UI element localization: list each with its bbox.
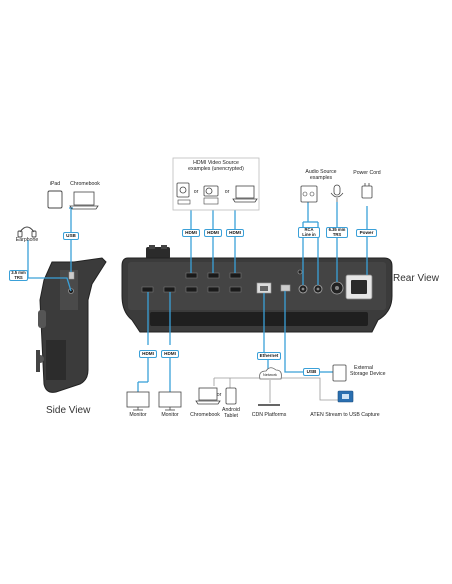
hdmi-in-tag-2: HDMI [204, 229, 222, 237]
trs-rear-tag-line2: TRS [332, 231, 342, 237]
trs-rear-tag: 6.35 mm TRS [326, 227, 348, 238]
storage-label-line1: External [354, 365, 374, 371]
side-device [36, 257, 107, 393]
network-label: Network [263, 373, 277, 377]
power-plug-icon [361, 183, 373, 199]
trs-side-tag-line1: 3.5 mm [11, 270, 26, 276]
monitor-icon [126, 391, 150, 411]
earphone-label: Earphone [15, 237, 39, 243]
power-tag: Power [356, 229, 377, 237]
microphone-icon [330, 184, 344, 202]
monitor-2-label: Monitor [161, 412, 179, 418]
hdmi-in-tag-1: HDMI [182, 229, 200, 237]
chromebook-side-label: Chromebook [70, 181, 100, 187]
storage-label-line2: Storage Device [350, 371, 386, 377]
rca-tag: RCA Line in [298, 227, 320, 238]
rca-tag-line2: Line in [302, 231, 316, 237]
side-view-title: Side View [46, 405, 91, 416]
hdmi-source-box [172, 157, 260, 211]
hdmi-out-tag-1: HDMI [139, 350, 157, 358]
hdmi-source-or-2: or [224, 189, 230, 195]
video-camera-icon [203, 185, 219, 205]
network-cloud-icon [259, 367, 282, 380]
audio-source-line2: examples [309, 175, 333, 181]
android-label-line1: Android [222, 407, 240, 413]
android-label-line2: Tablet [224, 413, 238, 419]
trs-side-tag-line2: TRS [14, 274, 23, 280]
hdmi-source-title-line1: HDMI Video Source [193, 160, 239, 166]
headphones-icon [17, 226, 37, 238]
rca-tag-line1: RCA [304, 227, 314, 233]
usb-rear-tag: USB [303, 368, 320, 376]
ethernet-tag: Ethernet [257, 352, 281, 360]
monitor-icon-2 [158, 391, 182, 411]
chromebook-icon [69, 191, 99, 210]
cdn-label: CDN Platforms [251, 412, 287, 418]
monitor-1-label: Monitor [129, 412, 147, 418]
storage-device-icon [332, 364, 347, 382]
hdmi-in-tag-3: HDMI [226, 229, 244, 237]
audio-source-line1: Audio Source [305, 169, 337, 175]
chromebook-output-icon [195, 387, 221, 405]
android-tablet-icon [225, 387, 237, 405]
trs-rear-tag-line1: 6.35 mm [328, 227, 346, 233]
output-or-label: or [216, 392, 222, 398]
aten-capture-icon [337, 390, 354, 403]
power-cord-label: Power Cord [353, 170, 381, 176]
speaker-icon [300, 185, 318, 203]
rear-view-title: Rear View [393, 273, 439, 284]
hdmi-out-tag-2: HDMI [161, 350, 179, 358]
camcorder-icon [176, 182, 191, 205]
ipad-icon [47, 190, 63, 209]
rear-device [121, 245, 393, 333]
ipad-label: iPad [49, 181, 61, 187]
cables [27, 202, 368, 392]
cdn-icon [258, 404, 280, 406]
chromebook-output-label: Chromebook [190, 412, 220, 418]
network-lines [213, 377, 338, 403]
hdmi-source-title-line2: examples (unencrypted) [188, 166, 244, 172]
aten-label: ATEN Stream to USB Capture [310, 412, 380, 418]
hdmi-source-or-1: or [193, 189, 199, 195]
laptop-icon [232, 185, 258, 203]
usb-side-tag: USB [63, 232, 79, 240]
trs-side-tag: 3.5 mm TRS [9, 270, 28, 281]
